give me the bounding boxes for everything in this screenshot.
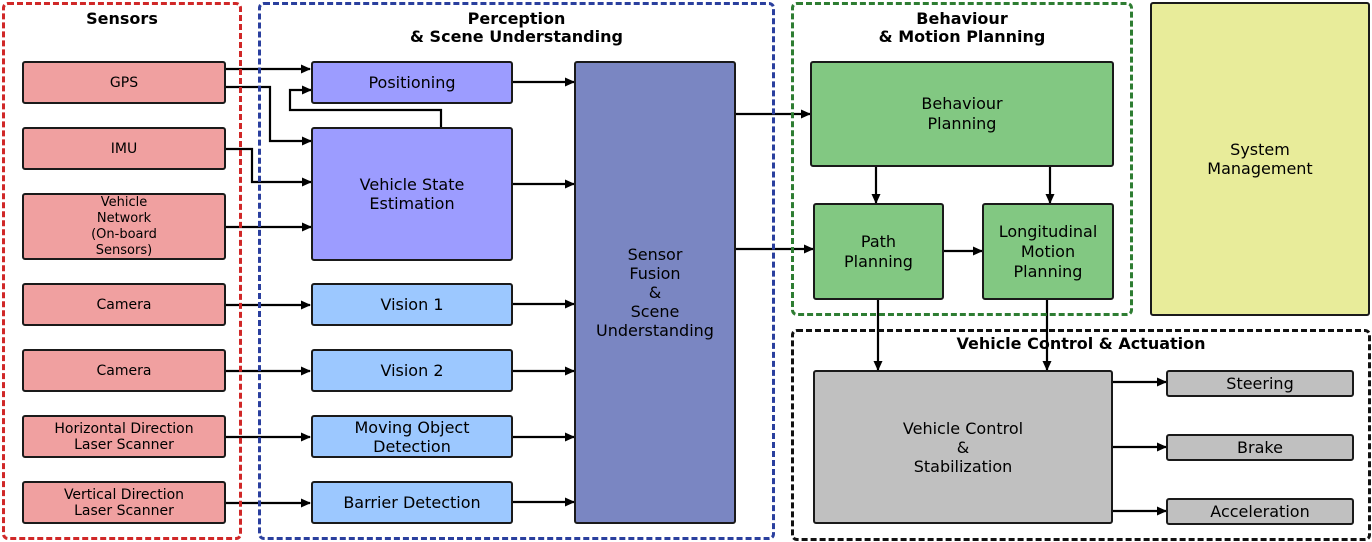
path-planning-label: Path Planning [844,231,913,271]
sensor-fusion-box[interactable]: Sensor Fusion & Scene Understanding [574,61,736,524]
gps-box[interactable]: GPS [22,61,226,104]
vision-1-label: Vision 1 [380,295,444,314]
behaviour-planning-box[interactable]: Behaviour Planning [810,61,1114,167]
camera-1-label: Camera [96,296,152,313]
camera-2-label: Camera [96,362,152,379]
vehicle-state-label: Vehicle State Estimation [359,175,465,213]
perception-group: Perception & Scene Understanding [258,2,775,540]
brake-label: Brake [1237,438,1283,457]
vehicle-control-label: Vehicle Control & Stabilization [902,418,1024,476]
steering-box[interactable]: Steering [1166,370,1354,397]
sensor-fusion-label: Sensor Fusion & Scene Understanding [596,245,714,340]
positioning-box[interactable]: Positioning [311,61,513,104]
control-group: Vehicle Control & Actuation [791,329,1371,541]
path-planning-box[interactable]: Path Planning [813,203,944,300]
camera-1-box[interactable]: Camera [22,283,226,326]
behaviour-planning-label: Behaviour Planning [921,94,1003,133]
moving-object-box[interactable]: Moving Object Detection [311,415,513,458]
steering-label: Steering [1226,374,1294,393]
vertical-laser-label: Vertical Direction Laser Scanner [63,486,185,519]
vision-2-box[interactable]: Vision 2 [311,349,513,392]
control-group-title: Vehicle Control & Actuation [956,334,1206,353]
positioning-label: Positioning [368,73,456,92]
brake-box[interactable]: Brake [1166,434,1354,461]
vision-1-box[interactable]: Vision 1 [311,283,513,326]
sensors-group-title: Sensors [86,9,158,28]
longitudinal-planning-label: Longitudinal Motion Planning [998,221,1098,281]
barrier-box[interactable]: Barrier Detection [311,481,513,524]
moving-object-label: Moving Object Detection [354,417,470,456]
imu-label: IMU [110,140,138,157]
arrow-state-feedback-positioning [288,85,443,128]
vehicle-network-label: Vehicle Network (On-board Sensors) [91,194,157,258]
sensors-group: Sensors [2,2,242,540]
perception-group-title: Perception & Scene Understanding [410,9,623,46]
vehicle-network-box[interactable]: Vehicle Network (On-board Sensors) [22,193,226,260]
planning-group: Behaviour & Motion Planning [791,2,1133,316]
imu-box[interactable]: IMU [22,127,226,170]
arrow-gps-vehicle-state [225,85,312,146]
vehicle-control-box[interactable]: Vehicle Control & Stabilization [813,370,1113,524]
vertical-laser-box[interactable]: Vertical Direction Laser Scanner [22,481,226,524]
vision-2-label: Vision 2 [380,361,444,380]
barrier-label: Barrier Detection [343,493,481,512]
acceleration-label: Acceleration [1210,502,1310,521]
system-management-label: System Management [1207,140,1313,178]
horizontal-laser-box[interactable]: Horizontal Direction Laser Scanner [22,415,226,458]
vehicle-state-box[interactable]: Vehicle State Estimation [311,127,513,261]
longitudinal-planning-box[interactable]: Longitudinal Motion Planning [982,203,1114,300]
system-management-box[interactable]: System Management [1150,2,1370,316]
camera-2-box[interactable]: Camera [22,349,226,392]
arrow-imu-vehicle-state [225,147,312,187]
horizontal-laser-label: Horizontal Direction Laser Scanner [54,420,194,453]
acceleration-box[interactable]: Acceleration [1166,498,1354,525]
planning-group-title: Behaviour & Motion Planning [878,9,1046,46]
gps-label: GPS [109,74,139,91]
